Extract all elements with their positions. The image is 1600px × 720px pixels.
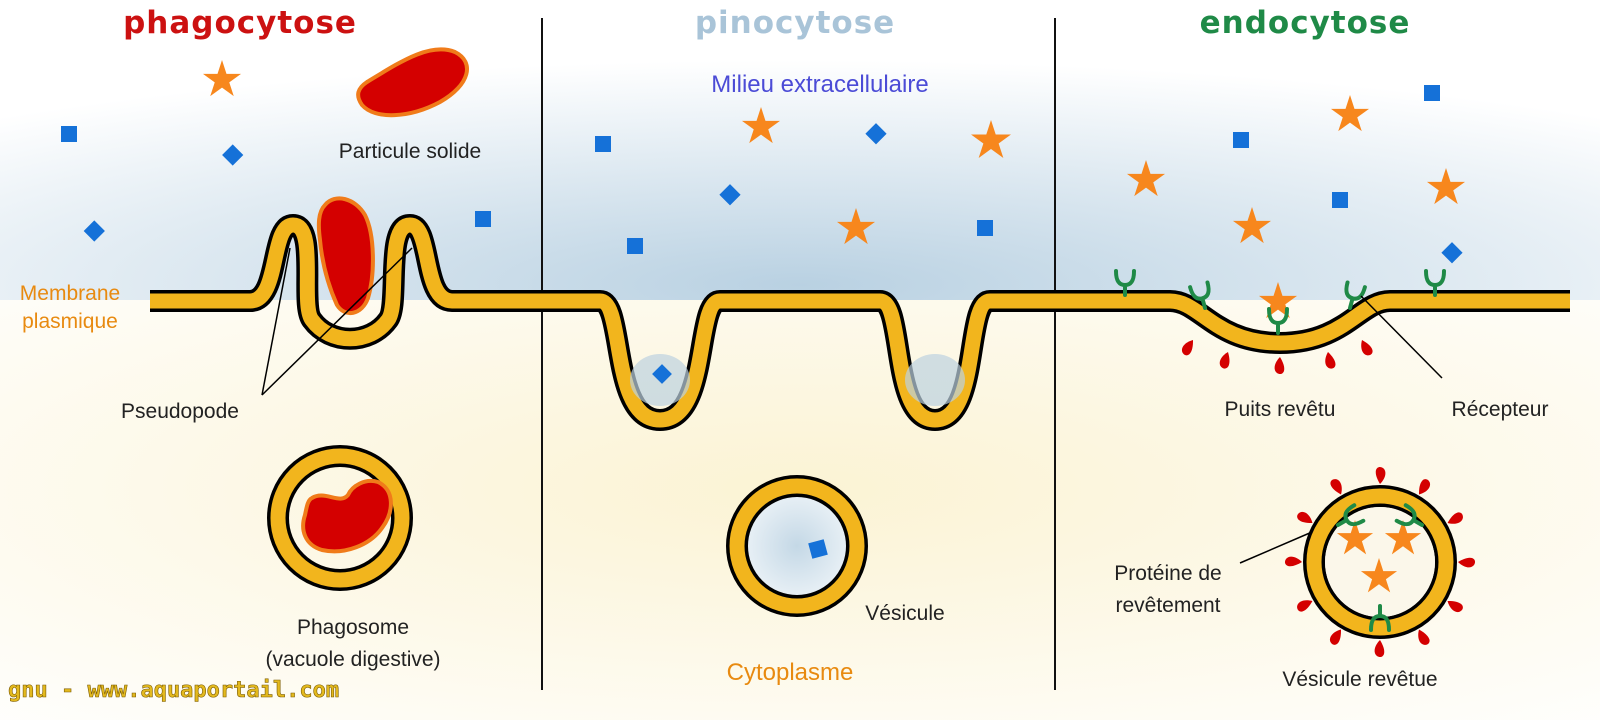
label-puits-revetu: Puits revêtu <box>1225 398 1336 421</box>
label-particule-solide: Particule solide <box>339 140 481 163</box>
phagosome <box>267 445 413 591</box>
square-molecule <box>61 126 77 142</box>
square-molecule <box>1233 132 1249 148</box>
square-molecule <box>475 211 491 227</box>
watermark: gnu - www.aquaportail.com <box>8 678 339 703</box>
engulfed-particle <box>316 196 375 315</box>
square-molecule <box>865 123 887 145</box>
title-phagocytose: phagocytose <box>123 5 357 41</box>
label-cytoplasme: Cytoplasme <box>727 659 854 686</box>
label-recepteur: Récepteur <box>1452 398 1549 421</box>
pointer-proteine <box>1239 531 1313 564</box>
square-molecule <box>1424 85 1440 101</box>
solid-particle <box>356 47 469 118</box>
square-molecule <box>595 136 611 152</box>
square-molecule <box>977 220 993 236</box>
label-phagosome-line1: Phagosome <box>297 616 409 639</box>
coated-vesicle <box>1284 466 1476 658</box>
square-molecule <box>222 144 244 166</box>
pointer-pseudopode-right <box>261 247 413 396</box>
square-molecule <box>652 364 672 384</box>
square-molecule <box>83 220 105 242</box>
square-molecule <box>1332 192 1348 208</box>
label-membrane-line1: Membrane <box>20 282 120 305</box>
extracellular-background <box>0 0 1600 300</box>
plasma-membrane <box>150 214 1570 431</box>
label-milieu-extracellulaire: Milieu extracellulaire <box>711 71 928 98</box>
pointer-recepteur <box>1360 295 1443 379</box>
title-pinocytose: pinocytose <box>695 5 895 41</box>
pocket-fill-right <box>905 354 965 406</box>
label-proteine-line2: revêtement <box>1115 594 1220 617</box>
square-molecule <box>627 238 643 254</box>
label-proteine-line1: Protéine de <box>1114 562 1221 585</box>
square-molecule <box>719 184 741 206</box>
label-vesicule-revetue: Vésicule revêtue <box>1282 668 1437 691</box>
title-endocytose: endocytose <box>1200 5 1411 41</box>
label-membrane-line2: plasmique <box>22 310 118 333</box>
vesicle <box>726 475 868 617</box>
label-phagosome-line2: (vacuole digestive) <box>265 648 440 671</box>
label-vesicule: Vésicule <box>865 602 944 625</box>
pointer-pseudopode-left <box>261 247 291 396</box>
label-pseudopode: Pseudopode <box>121 400 239 423</box>
